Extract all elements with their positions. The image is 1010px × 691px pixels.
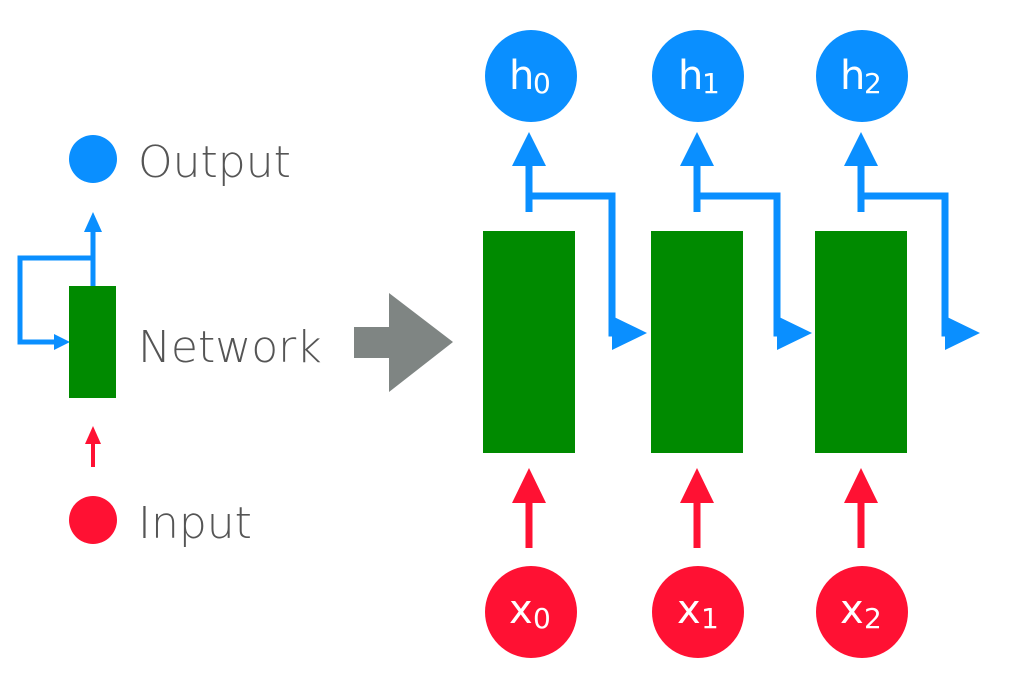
network-block-2 xyxy=(815,231,907,453)
recurrent-arrowhead-0 xyxy=(612,316,647,350)
legend: Output Network Input xyxy=(17,135,322,549)
output-node-0-index: 0 xyxy=(533,67,551,100)
input-node-0-letter: x xyxy=(509,587,533,633)
input-arrowhead-0 xyxy=(512,468,546,503)
output-arrowhead-0 xyxy=(512,132,546,166)
legend-output-dot xyxy=(69,135,117,183)
time-step-0: h 0 x 0 xyxy=(483,30,647,658)
time-step-1: h 1 x 1 xyxy=(651,30,812,658)
legend-network-block xyxy=(69,286,116,398)
network-block-1 xyxy=(651,231,743,453)
input-node-2-letter: x xyxy=(840,587,864,633)
output-node-2 xyxy=(816,30,908,122)
output-node-0 xyxy=(485,30,577,122)
recurrent-loop-arrowhead xyxy=(54,334,70,350)
recurrent-arrowhead-2 xyxy=(945,316,980,350)
output-node-1-letter: h xyxy=(678,53,703,99)
output-node-0-letter: h xyxy=(509,53,534,99)
network-block-0 xyxy=(483,231,575,453)
input-node-2 xyxy=(816,566,908,658)
output-node-2-index: 2 xyxy=(864,67,882,100)
input-arrowhead-1 xyxy=(680,468,714,503)
input-node-1 xyxy=(652,566,744,658)
legend-input-arrowhead xyxy=(85,426,101,444)
folded-network xyxy=(17,212,116,467)
legend-output-arrowhead xyxy=(84,212,102,232)
input-arrowhead-2 xyxy=(844,468,878,503)
unrolled-network: h 0 x 0 h 1 x 1 xyxy=(483,30,980,658)
output-node-1 xyxy=(652,30,744,122)
output-arrowhead-1 xyxy=(680,132,714,166)
input-node-1-index: 1 xyxy=(701,602,719,635)
output-node-2-letter: h xyxy=(840,53,865,99)
legend-input-dot xyxy=(69,496,117,544)
output-node-1-index: 1 xyxy=(702,67,720,100)
input-node-2-index: 2 xyxy=(864,602,882,635)
input-node-0 xyxy=(485,566,577,658)
recurrent-arrowhead-1 xyxy=(777,316,812,350)
input-node-1-letter: x xyxy=(677,587,701,633)
legend-output-label: Output xyxy=(138,137,291,188)
legend-network-label: Network xyxy=(138,322,322,373)
legend-input-label: Input xyxy=(138,498,252,549)
unroll-arrow xyxy=(354,293,453,392)
output-arrowhead-2 xyxy=(844,132,878,166)
time-step-2: h 2 x 2 xyxy=(815,30,980,658)
input-node-0-index: 0 xyxy=(533,602,551,635)
